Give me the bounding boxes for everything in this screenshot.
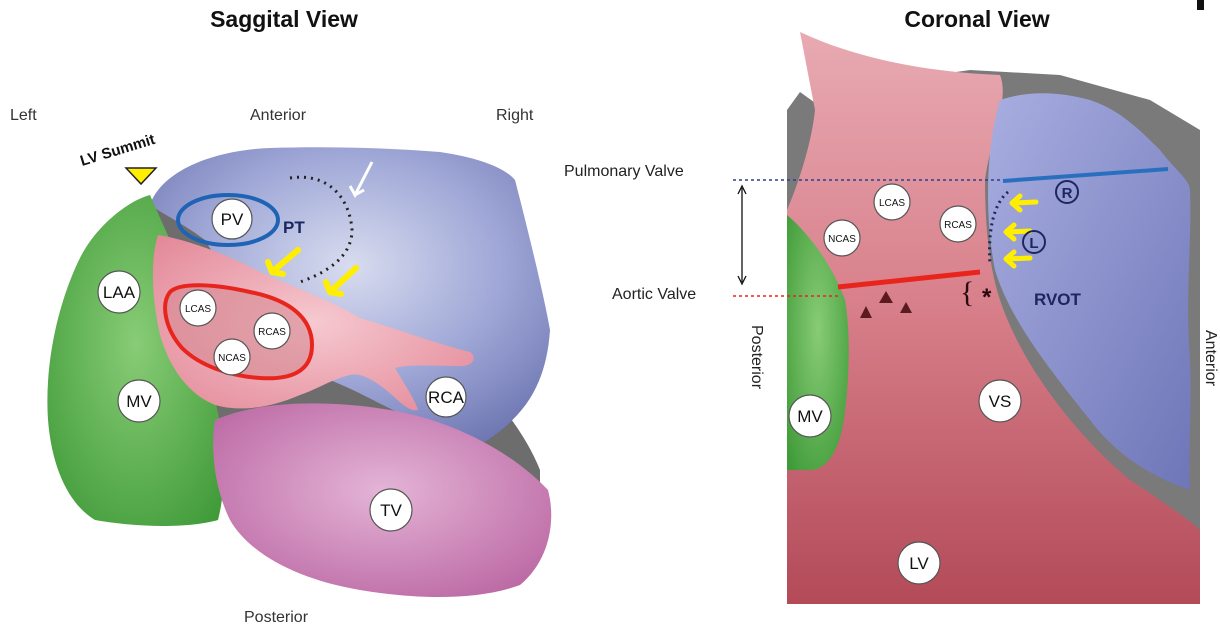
brace-mark: { [960, 276, 974, 309]
coronal-vs-label: VS [989, 392, 1012, 411]
lv-summit-label: LV Summit [78, 131, 157, 170]
tv-label: TV [380, 501, 402, 520]
lv-summit-marker-icon [126, 168, 156, 184]
ncas-label: NCAS [218, 353, 246, 364]
r-label: R [1062, 185, 1073, 202]
rcas-label: RCAS [258, 327, 286, 338]
laa-label: LAA [103, 283, 136, 302]
orient-right: Right [496, 107, 534, 124]
rca-label: RCA [428, 388, 465, 407]
lcas-label: LCAS [185, 304, 211, 315]
sagittal-title: Saggital View [210, 6, 358, 32]
coronal-mv-label: MV [797, 407, 823, 426]
rvot-label: RVOT [1034, 290, 1082, 309]
sagittal-panel: Saggital View Left Anterior Right Poster… [10, 6, 551, 626]
pv-label: PV [221, 210, 244, 229]
orient-left: Left [10, 107, 37, 124]
coronal-rcas-label: RCAS [944, 220, 972, 231]
coronal-panel: Coronal View Pulmonary Valve Aortic Valv… [564, 0, 1219, 604]
coronal-ncas-label: NCAS [828, 234, 856, 245]
orient-posterior: Posterior [244, 609, 309, 626]
l-label: L [1029, 235, 1038, 252]
mv-label: MV [126, 392, 152, 411]
anterior-label: Anterior [1202, 330, 1219, 387]
coronal-lv-label: LV [909, 554, 929, 573]
pt-label: PT [283, 218, 305, 237]
coronal-lcas-label: LCAS [879, 198, 905, 209]
aortic-valve-label: Aortic Valve [612, 286, 696, 303]
asterisk-mark: * [982, 284, 992, 311]
coronal-title: Coronal View [904, 6, 1049, 32]
pulmonary-valve-label: Pulmonary Valve [564, 163, 684, 180]
posterior-label: Posterior [748, 325, 765, 390]
orient-anterior: Anterior [250, 107, 307, 124]
corner-mark [1197, 0, 1204, 10]
